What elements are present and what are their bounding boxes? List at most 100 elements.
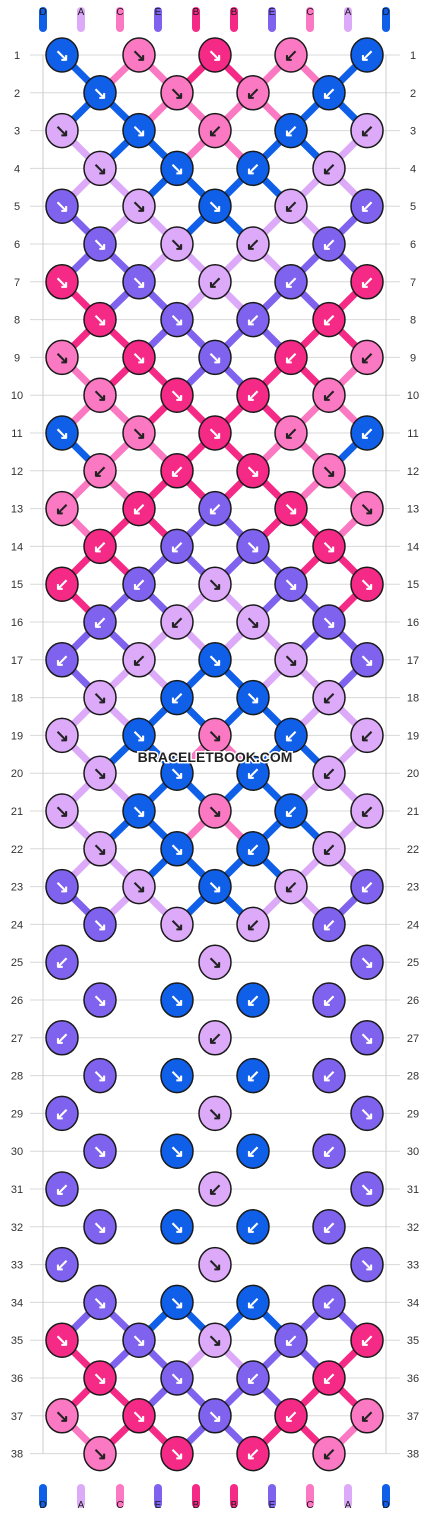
knot-ellipse	[236, 1057, 270, 1094]
knot-ellipse	[274, 717, 308, 754]
bottom-string-label: B	[193, 1500, 200, 1511]
knot-ellipse	[45, 1398, 79, 1434]
knot-ellipse	[312, 150, 346, 187]
knot: ↘	[350, 490, 384, 527]
knot-ellipse	[160, 1209, 194, 1245]
knot-arrow-icon: ↘	[93, 764, 107, 783]
knot-ellipse	[236, 604, 270, 640]
knot-arrow-icon: ↘	[170, 1218, 184, 1237]
knot-arrow-icon: ↙	[170, 613, 184, 632]
row-number-right: 20	[407, 768, 419, 780]
knot: ↙	[312, 679, 346, 716]
knot: ↘	[122, 1322, 156, 1358]
knot: ↙	[312, 377, 346, 413]
knot: ↘	[83, 755, 117, 791]
knot-arrow-icon: ↘	[55, 1331, 69, 1350]
knot-arrow-icon: ↙	[322, 1445, 336, 1464]
knot-arrow-icon: ↙	[284, 197, 298, 216]
knot: ↙	[274, 339, 308, 376]
knot: ↘	[350, 1020, 384, 1056]
knot-ellipse	[198, 112, 232, 149]
knot-ellipse	[45, 264, 79, 300]
row-number-left: 27	[11, 1033, 23, 1045]
knot: ↙	[236, 831, 270, 867]
knot: ↘	[83, 906, 117, 943]
knot-arrow-icon: ↘	[208, 1331, 222, 1350]
knot-arrow-icon: ↘	[55, 46, 69, 65]
knot: ↘	[198, 1398, 232, 1434]
row-number-right: 6	[410, 239, 416, 251]
knot-arrow-icon: ↘	[93, 1218, 107, 1237]
row-number-left: 4	[14, 163, 20, 175]
knot: ↘	[160, 150, 194, 187]
knot-ellipse	[198, 717, 232, 754]
knot-ellipse	[312, 1360, 346, 1396]
row-number-right: 3	[410, 126, 416, 138]
knot-ellipse	[350, 1095, 384, 1132]
knot: ↘	[198, 793, 232, 829]
knot-arrow-icon: ↙	[284, 1331, 298, 1350]
knot: ↙	[274, 868, 308, 905]
row-number-left: 16	[11, 617, 23, 629]
knot: ↘	[160, 755, 194, 791]
top-string-label: B	[193, 7, 200, 18]
row-number-left: 24	[11, 919, 23, 931]
knot-ellipse	[160, 1360, 194, 1396]
knot-arrow-icon: ↘	[208, 953, 222, 972]
knot: ↘	[45, 264, 79, 300]
knot: ↙	[350, 112, 384, 149]
knot-ellipse	[83, 755, 117, 791]
knot: ↘	[122, 264, 156, 300]
knot: ↘	[160, 226, 194, 262]
knot-arrow-icon: ↘	[93, 1067, 107, 1086]
knot-arrow-icon: ↙	[360, 1407, 374, 1426]
knot: ↘	[198, 188, 232, 224]
knot: ↘	[45, 1322, 79, 1358]
knot-ellipse	[122, 112, 156, 149]
knot-arrow-icon: ↙	[322, 764, 336, 783]
knot-ellipse	[350, 1246, 384, 1283]
knot-ellipse	[274, 566, 308, 602]
knot-arrow-icon: ↙	[246, 840, 260, 859]
knot: ↙	[312, 831, 346, 867]
knot: ↘	[45, 339, 79, 376]
knot: ↙	[236, 75, 270, 111]
knot-ellipse	[236, 75, 270, 111]
knot: ↙	[198, 1171, 232, 1207]
knot-arrow-icon: ↘	[55, 802, 69, 821]
knot: ↘	[122, 415, 156, 451]
knot-arrow-icon: ↘	[170, 764, 184, 783]
row-number-right: 4	[410, 163, 416, 175]
knot-ellipse	[236, 831, 270, 867]
row-number-left: 18	[11, 693, 23, 705]
knot-ellipse	[312, 1133, 346, 1169]
knot-arrow-icon: ↘	[55, 122, 69, 141]
knot-arrow-icon: ↘	[55, 1407, 69, 1426]
knot: ↙	[350, 188, 384, 224]
knot: ↘	[350, 642, 384, 678]
knot-arrow-icon: ↘	[55, 878, 69, 897]
knot: ↙	[236, 377, 270, 413]
knot-ellipse	[236, 528, 270, 565]
knot-ellipse	[236, 906, 270, 943]
knot-ellipse	[312, 301, 346, 338]
knot-arrow-icon: ↙	[284, 802, 298, 821]
knot-ellipse	[160, 906, 194, 943]
knot-ellipse	[350, 642, 384, 678]
row-number-right: 1	[410, 50, 416, 62]
knot: ↘	[160, 1133, 194, 1169]
knot-arrow-icon: ↘	[170, 991, 184, 1010]
knot-ellipse	[350, 1398, 384, 1434]
knot: ↘	[83, 1209, 117, 1245]
knot-arrow-icon: ↘	[322, 537, 336, 556]
knot-arrow-icon: ↙	[360, 424, 374, 443]
knot-ellipse	[45, 1095, 79, 1132]
knot-arrow-icon: ↘	[170, 1369, 184, 1388]
row-number-left: 29	[11, 1108, 23, 1120]
knot: ↘	[83, 982, 117, 1018]
knot: ↙	[350, 37, 384, 73]
knot-ellipse	[83, 679, 117, 716]
knot-arrow-icon: ↙	[284, 273, 298, 292]
knot: ↙	[45, 1020, 79, 1056]
